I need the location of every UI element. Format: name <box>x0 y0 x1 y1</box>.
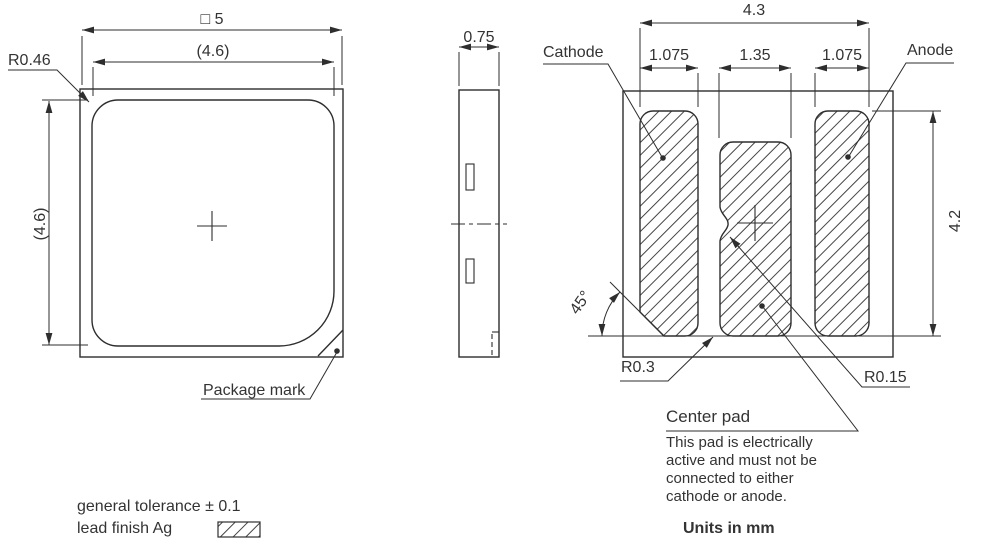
package-outline <box>79 88 344 358</box>
dim-pads-span: 4.3 <box>742 2 766 19</box>
package-mark-chamfer <box>317 329 344 357</box>
cathode-leader <box>543 63 663 158</box>
callout-line: active and must not be <box>666 452 817 469</box>
callout-line: cathode or anode. <box>666 488 787 505</box>
anode-pad <box>814 110 870 337</box>
r046-leader <box>8 69 90 103</box>
note-general-tolerance: general tolerance ± 0.1 <box>77 498 241 515</box>
dim-cathode-width: 1.075 <box>648 47 690 64</box>
dim-anode-width: 1.075 <box>821 47 863 64</box>
dim-pads-height: 4.2 <box>947 209 965 233</box>
terminal-notch <box>465 163 475 191</box>
lead-finish-hatch-swatch <box>217 521 261 538</box>
bottom-view-dimensions <box>543 19 954 432</box>
label-cathode: Cathode <box>543 44 604 61</box>
note-lead-finish: lead finish Ag <box>77 520 173 537</box>
side-view <box>451 89 507 358</box>
bottom-view <box>622 90 894 358</box>
dim-inner-width: (4.6) <box>196 43 230 60</box>
units-unit: mm <box>746 520 775 537</box>
cathode-pad <box>639 110 699 337</box>
label-notch-radius: R0.15 <box>864 369 907 386</box>
callout-title: Center pad <box>666 407 751 426</box>
label-center-corner-radius: R0.3 <box>621 359 655 376</box>
units-note: Units in mm <box>683 520 775 538</box>
top-view <box>79 88 344 358</box>
leader-dot <box>759 303 765 309</box>
dim-inner-height: (4.6) <box>32 207 50 241</box>
top-view-dimensions <box>8 26 343 400</box>
center-pad-leader <box>666 306 860 432</box>
leader-dot <box>334 348 340 354</box>
units-prefix: Units in <box>683 520 747 537</box>
r03-leader <box>620 336 714 382</box>
leader-dot <box>845 154 851 160</box>
package-outline-bottom <box>622 90 894 358</box>
label-anode: Anode <box>907 42 954 59</box>
dim-thickness: 0.75 <box>463 29 495 46</box>
package-mark-leader <box>201 351 338 400</box>
dim-outer-square: □ 5 <box>200 11 224 28</box>
angle-arc <box>598 291 621 337</box>
resin-outline <box>91 99 335 347</box>
chamfer-extension <box>609 281 664 336</box>
label-corner-radius: R0.46 <box>8 52 51 69</box>
leader-dot <box>660 155 666 161</box>
side-view-dimensions <box>458 43 500 86</box>
callout-line: connected to either <box>666 470 794 487</box>
r015-leader <box>729 236 910 388</box>
label-package-mark: Package mark <box>203 382 306 399</box>
terminal-notch <box>465 258 475 284</box>
callout-line: This pad is electrically <box>666 434 813 451</box>
anode-leader <box>848 62 954 157</box>
dim-center-width: 1.35 <box>739 47 771 64</box>
